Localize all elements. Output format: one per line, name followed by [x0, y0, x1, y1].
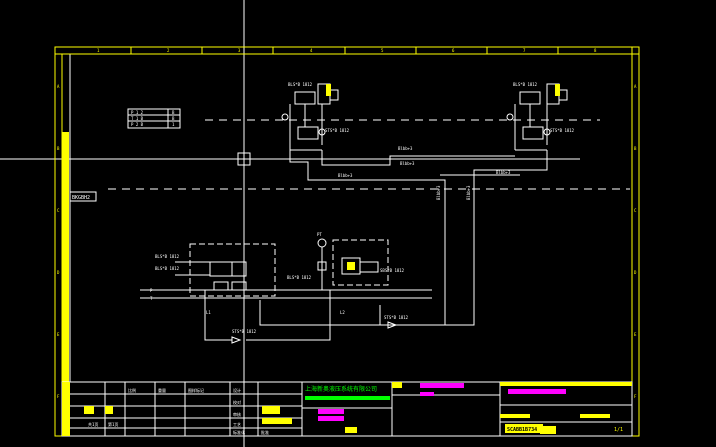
sheet-number: 1/1: [614, 427, 623, 433]
legend-value-1: B: [172, 110, 175, 115]
svg-text:共1页: 共1页: [88, 421, 98, 427]
tag-mid-cluster-2: SBS*B 1812: [380, 268, 405, 273]
section-label-box: [69, 191, 97, 202]
check-valve-left[interactable]: [231, 336, 242, 344]
svg-text:F: F: [57, 394, 60, 399]
svg-text:A: A: [57, 84, 60, 89]
line-tag-t: T: [150, 296, 153, 301]
line-tag-l1: L1: [206, 310, 211, 315]
main-piping: [140, 150, 548, 341]
line-tag-l2: L2: [340, 310, 345, 315]
legend-code-1: P 1 2: [131, 110, 144, 115]
title-block-yellow-fills: [62, 382, 632, 436]
svg-text:工艺: 工艺: [233, 422, 241, 427]
svg-text:设计: 设计: [233, 387, 241, 393]
svg-text:重量: 重量: [158, 387, 166, 393]
company-name: 上海新奥液压系统有限公司: [305, 385, 377, 393]
svg-text:标准化: 标准化: [233, 429, 245, 435]
column-ticks: [130, 47, 559, 54]
svg-text:比例: 比例: [128, 387, 136, 393]
left-margin-bar: [62, 132, 69, 382]
valve-cluster-mid[interactable]: [332, 239, 389, 286]
pipe-label-c: Blbb+3: [338, 173, 353, 178]
actuator-assembly-top-right[interactable]: [506, 83, 568, 151]
tag-top-left: BLS*B 1812: [288, 82, 313, 87]
valve-cluster-left-body[interactable]: [175, 261, 247, 291]
svg-text:6: 6: [452, 48, 455, 53]
svg-text:4: 4: [310, 48, 313, 53]
legend-code-2: T 1 B: [131, 116, 144, 121]
svg-text:8: 8: [594, 48, 597, 53]
tag-bottom-left-valve: STS*B 1812: [232, 329, 257, 334]
pipe-label-riser-1: Blbb+3: [436, 185, 441, 200]
section-label: BKGBH2: [72, 195, 90, 201]
svg-text:A: A: [634, 84, 637, 89]
svg-text:图样标记: 图样标记: [188, 387, 204, 393]
drawing-number: SCABB1B734: [507, 427, 537, 433]
tag-left-cluster-2: BLS*B 1812: [155, 266, 180, 271]
svg-text:审核: 审核: [233, 411, 241, 417]
svg-text:E: E: [57, 332, 60, 337]
svg-text:校对: 校对: [233, 399, 241, 405]
pipe-label-riser-2: Blbb+3: [466, 185, 471, 200]
svg-text:B: B: [634, 146, 637, 151]
row-letters: A B C D E F A B C D E F: [57, 84, 637, 399]
legend-value-3: 1: [172, 122, 175, 127]
title-block-green-bar: [305, 396, 390, 400]
actuator-assembly-top-left[interactable]: [281, 83, 339, 151]
svg-text:C: C: [57, 208, 60, 213]
legend-value-2: B: [172, 116, 175, 121]
tag-top-right: BLS*B 1812: [513, 82, 538, 87]
valve-cluster-mid-body[interactable]: [317, 238, 379, 290]
tag-top-right-valve: STS*B 1812: [550, 128, 575, 133]
svg-text:7: 7: [523, 48, 526, 53]
column-numbers: 1 2 3 4 5 6 7 8: [97, 48, 597, 53]
tag-top-left-valve: STS*B 1812: [325, 128, 350, 133]
svg-text:D: D: [57, 270, 60, 275]
legend-table: [127, 108, 181, 129]
mid-cluster-yellow-marker: [347, 262, 355, 270]
svg-text:批准: 批准: [261, 429, 269, 435]
pipe-label-a: Blbb+3: [398, 146, 413, 151]
title-block-highlights: [318, 383, 566, 421]
dashed-section-lines: [108, 119, 630, 190]
legend-code-3: P 2 B: [131, 122, 144, 127]
svg-text:第1页: 第1页: [108, 421, 118, 427]
line-tag-p: P: [150, 288, 153, 293]
tag-left-cluster-1: BLS*B 1812: [155, 254, 180, 259]
svg-text:D: D: [634, 270, 637, 275]
actuator-yellow-marker-left: [326, 84, 331, 96]
check-valve-right[interactable]: [387, 321, 398, 329]
svg-text:F: F: [634, 394, 637, 399]
svg-text:3: 3: [238, 48, 241, 53]
svg-text:1: 1: [97, 48, 100, 53]
pipe-label-d: Blbb+3: [496, 170, 511, 175]
svg-text:B: B: [57, 146, 60, 151]
valve-cluster-left[interactable]: [189, 243, 276, 297]
tag-bottom-right-valve: STS*B 1812: [384, 315, 409, 320]
title-block-small-labels: 共1页 第1页 比例 重量 图样标记 设计 校对 审核 工艺 标准化 批准: [88, 387, 269, 435]
line-tag-pt: PT: [317, 232, 322, 237]
actuator-yellow-marker-right: [555, 84, 560, 96]
svg-text:2: 2: [167, 48, 170, 53]
drawing-number-box: [505, 424, 543, 433]
pipe-label-b: Blbb+3: [400, 161, 415, 166]
tag-mid-cluster-1: BLS*B 1812: [287, 275, 312, 280]
svg-text:E: E: [634, 332, 637, 337]
svg-text:5: 5: [381, 48, 384, 53]
svg-text:C: C: [634, 208, 637, 213]
